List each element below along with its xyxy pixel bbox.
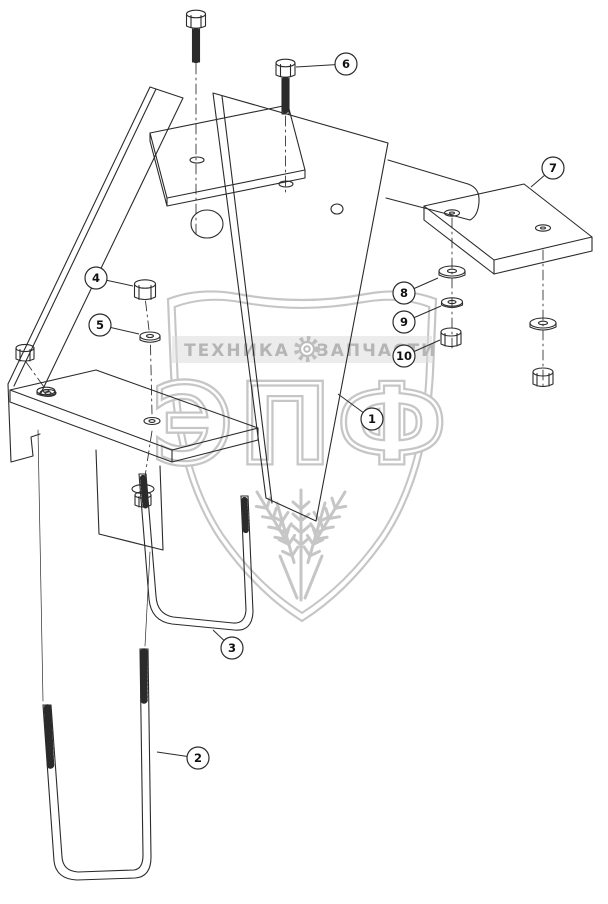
watermark-brand-text: ЭПФ bbox=[153, 363, 454, 488]
washer-right bbox=[529, 317, 557, 331]
callout-layer: 1 2 3 4 5 6 7 8 9 10 bbox=[84, 52, 565, 770]
callout-circle-4 bbox=[84, 266, 108, 290]
bracket-7 bbox=[423, 183, 593, 275]
callout-circle-10 bbox=[392, 344, 416, 368]
gear-icon bbox=[294, 336, 320, 362]
watermark: ТЕХНИКА ЗАПЧАСТИ ЭПФ ЭПФ bbox=[149, 290, 454, 623]
callout-5: 5 bbox=[88, 313, 112, 337]
watermark-shield-inner bbox=[173, 298, 431, 615]
callout-number-2: 2 bbox=[194, 751, 202, 765]
callout-circle-3 bbox=[220, 636, 244, 660]
callout-6: 6 bbox=[334, 52, 358, 76]
washer-8 bbox=[438, 265, 466, 279]
callout-number-9: 9 bbox=[400, 315, 408, 329]
washer-9 bbox=[440, 297, 464, 309]
callout-4: 4 bbox=[84, 266, 108, 290]
watermark-shield-outer bbox=[166, 290, 438, 623]
callout-number-10: 10 bbox=[396, 349, 412, 363]
u-bolt-large bbox=[37, 429, 152, 881]
callout-number-5: 5 bbox=[96, 318, 104, 332]
washer-5 bbox=[139, 331, 161, 343]
callout-circle-1 bbox=[360, 407, 384, 431]
hex-bolt-top bbox=[185, 9, 207, 236]
watermark-banner-left: ТЕХНИКА bbox=[184, 341, 290, 361]
callout-number-7: 7 bbox=[549, 161, 557, 175]
wheat-icon bbox=[254, 488, 348, 602]
callout-10: 10 bbox=[392, 344, 416, 368]
callout-8: 8 bbox=[392, 281, 416, 305]
callout-2: 2 bbox=[186, 746, 210, 770]
callout-3: 3 bbox=[220, 636, 244, 660]
hex-nut-10 bbox=[440, 327, 462, 348]
callout-9: 9 bbox=[392, 310, 416, 334]
callout-number-6: 6 bbox=[342, 57, 350, 71]
callout-circle-7 bbox=[541, 156, 565, 180]
callout-circle-2 bbox=[186, 746, 210, 770]
watermark-banner-right: ЗАПЧАСТИ bbox=[317, 341, 438, 361]
drawing bbox=[7, 9, 593, 881]
callout-1: 1 bbox=[360, 407, 384, 431]
callout-circle-9 bbox=[392, 310, 416, 334]
watermark-brand-text-inner-line: ЭПФ bbox=[153, 363, 454, 488]
hex-nut-4 bbox=[133, 279, 157, 301]
callout-7: 7 bbox=[541, 156, 565, 180]
callout-circle-8 bbox=[392, 281, 416, 305]
callout-number-8: 8 bbox=[400, 286, 408, 300]
callout-number-1: 1 bbox=[368, 412, 376, 426]
callout-number-3: 3 bbox=[228, 641, 236, 655]
hex-nut-right bbox=[532, 367, 554, 388]
hex-nut-left bbox=[15, 343, 35, 362]
u-bolt-small bbox=[138, 473, 254, 631]
callout-circle-5 bbox=[88, 313, 112, 337]
washer-left bbox=[36, 386, 56, 397]
callout-number-4: 4 bbox=[92, 271, 100, 285]
callout-circle-6 bbox=[334, 52, 358, 76]
